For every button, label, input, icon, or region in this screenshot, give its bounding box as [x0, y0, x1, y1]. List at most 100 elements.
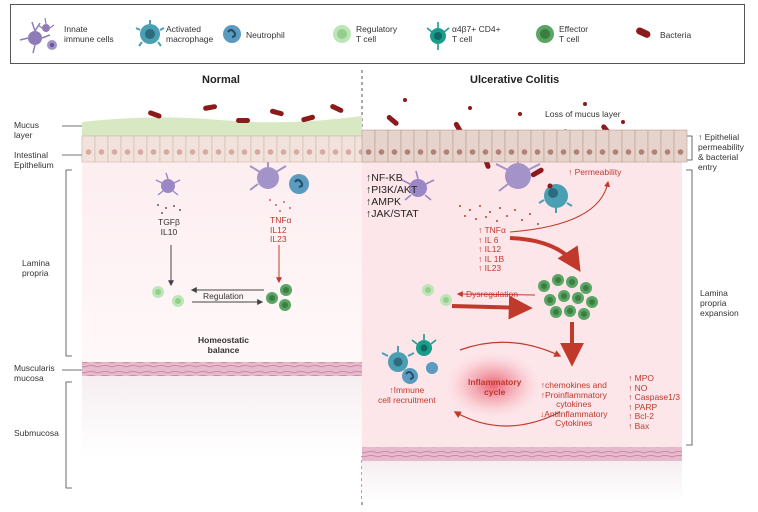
epithelial-cell [224, 135, 239, 163]
epithelial-cell [530, 129, 545, 163]
tgfb-il10-label: TGFβ IL10 [158, 217, 180, 237]
epithelial-cell [120, 135, 135, 163]
bacteria-icon [636, 27, 651, 38]
epithelial-cell [452, 129, 467, 163]
epithelial-cell [94, 135, 109, 163]
a4b7-t-cell-icon [426, 22, 450, 50]
epithelial-permeability-label: ↑ Epithelial permeability & bacterial en… [698, 132, 744, 172]
epithelial-nucleus [319, 149, 326, 155]
immune-recruitment-label: ↑Immune cell recruitment [378, 385, 436, 405]
epithelial-cell [478, 129, 493, 163]
legend-a4b7-label: α4β7+ CD4+ T cell [452, 24, 501, 44]
epithelial-nucleus [599, 149, 606, 155]
epithelial-nucleus [638, 149, 645, 155]
left-brackets [62, 125, 82, 489]
signaling-pathways-label: ↑NF-KB ↑PI3K/AKT ↑AMPK ↑JAK/STAT [366, 172, 419, 220]
cycle-arrow-top [459, 341, 562, 357]
epithelial-cell [107, 135, 122, 163]
epithelial-nucleus [280, 149, 287, 155]
epithelial-nucleus [150, 149, 157, 155]
effector-cells-normal [266, 284, 292, 311]
epithelial-nucleus [267, 149, 274, 155]
treg-cells-uc [422, 284, 452, 306]
epithelial-cell [361, 129, 376, 163]
epithelial-cell [302, 135, 317, 163]
epithelial-nucleus [215, 149, 222, 155]
epithelial-cell [172, 135, 187, 163]
submucosa-label: Submucosa [14, 428, 59, 438]
epithelial-cell [439, 129, 454, 163]
mucus-layer-label: Mucus layer [14, 120, 40, 140]
epithelial-cell [543, 129, 558, 163]
epithelial-cell [159, 135, 174, 163]
epithelial-cell [400, 129, 415, 163]
cytokine-dots-uc [459, 205, 539, 225]
macrophage-uc [538, 183, 573, 213]
epithelial-nucleus [469, 149, 476, 155]
epithelial-nucleus [293, 149, 300, 155]
epithelial-nucleus [495, 149, 502, 155]
epithelial-cell [413, 129, 428, 163]
epithelial-cell [81, 135, 96, 163]
epithelial-nucleus [85, 149, 92, 155]
effector-cells-uc [538, 274, 598, 320]
epithelial-cell [289, 135, 304, 163]
epithelial-nucleus [677, 149, 684, 155]
injury-markers-label: ↑ MPO ↑ NO ↑ Caspase1/3 ↑ PARP ↑ Bcl-2 ↑… [628, 373, 680, 431]
mucus-layer-normal [82, 116, 362, 136]
permeability-label: ↑ Permeability [568, 167, 622, 177]
epithelial-cell [517, 129, 532, 163]
epithelial-cell [146, 135, 161, 163]
epithelial-nucleus [547, 149, 554, 155]
epithelial-cell [374, 129, 389, 163]
bacteria-normal [148, 104, 344, 123]
dysregulation-label: Dysregulation [466, 289, 518, 299]
epithelial-cell [569, 129, 584, 163]
lamina-propria-label: Lamina propria [22, 258, 50, 278]
inflammatory-cycle-label: Inflammatory cycle [468, 377, 522, 397]
epithelial-cell [647, 129, 662, 163]
tnf-il12-il23-label: TNFα IL12 IL23 [270, 215, 292, 244]
submucosa-normal [82, 376, 362, 456]
uc-header: Ulcerative Colitis [470, 74, 560, 86]
cytokine-dots-normal-right [269, 199, 291, 212]
treg-cells-normal [152, 286, 184, 307]
epithelial-nucleus [456, 149, 463, 155]
epithelial-nucleus [176, 149, 183, 155]
epithelial-nucleus [124, 149, 131, 155]
epithelial-nucleus [508, 149, 515, 155]
epithelial-cell [341, 135, 356, 163]
epithelial-cell [595, 129, 610, 163]
loss-of-mucus-label: Loss of mucus layer [545, 109, 621, 119]
epithelial-nucleus [345, 149, 352, 155]
regulatory-t-cell-icon [333, 25, 351, 43]
chemokines-label: ↑chemokines and ↑Proinflammatory cytokin… [540, 380, 608, 428]
neutrophil-normal [289, 174, 309, 194]
legend-neutrophil-label: Neutrophil [246, 30, 285, 40]
epithelial-cell [185, 135, 200, 163]
muscularis-normal [82, 362, 362, 376]
epithelial-nucleus [521, 149, 528, 155]
arrow-to-permeability [509, 180, 611, 233]
epithelial-cell [660, 129, 675, 163]
epithelial-cell [582, 129, 597, 163]
epithelial-cell [491, 129, 506, 163]
epithelial-nucleus [586, 149, 593, 155]
legend-innate-label: Innate immune cells [64, 24, 114, 44]
epithelial-nucleus [664, 149, 671, 155]
cycle-arrow-bottom [453, 411, 561, 427]
effector-t-cell-icon [536, 25, 554, 43]
innate-cell-icon [19, 17, 57, 54]
epithelial-nucleus [189, 149, 196, 155]
epithelial-nucleus [202, 149, 209, 155]
epithelial-cell [237, 135, 252, 163]
epithelial-nucleus [443, 149, 450, 155]
epithelial-nucleus [651, 149, 658, 155]
lamina-propria-normal [82, 162, 362, 362]
epithelial-nucleus [365, 149, 372, 155]
epithelial-cell [250, 135, 265, 163]
epithelial-cell [465, 129, 480, 163]
epithelial-cell [263, 135, 278, 163]
epithelial-nucleus [625, 149, 632, 155]
